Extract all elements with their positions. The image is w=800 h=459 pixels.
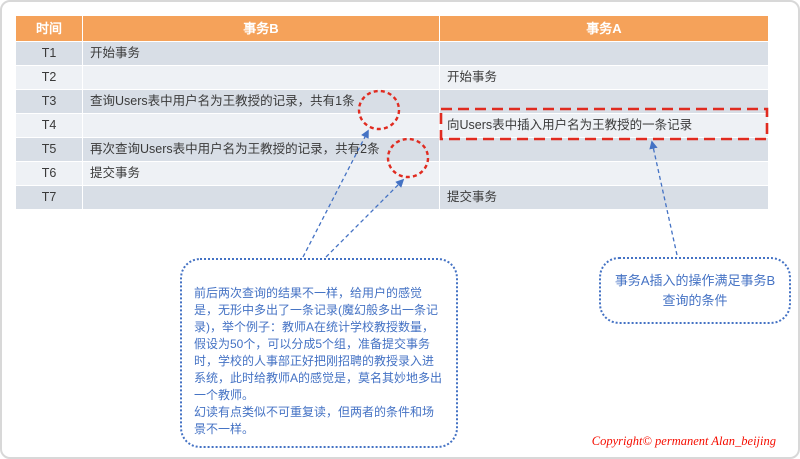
- copyright-text: Copyright© permanent Alan_beijing: [591, 434, 776, 448]
- time-cell: T1: [16, 42, 82, 65]
- header-time: 时间: [16, 16, 82, 41]
- transaction-b-cell: [83, 114, 439, 137]
- table-row: T3 查询Users表中用户名为王教授的记录，共有1条: [16, 90, 768, 113]
- time-cell: T4: [16, 114, 82, 137]
- transaction-a-cell: 开始事务: [440, 66, 768, 89]
- transaction-a-cell: [440, 162, 768, 185]
- transaction-a-cell: [440, 42, 768, 65]
- transaction-b-cell: [83, 186, 439, 209]
- table-row: T2 开始事务: [16, 66, 768, 89]
- transaction-a-cell: 向Users表中插入用户名为王教授的一条记录: [440, 114, 768, 137]
- time-cell: T2: [16, 66, 82, 89]
- phantom-read-explanation-callout: 前后两次查询的结果不一样，给用户的感觉是，无形中多出了一条记录(魔幻般多出一条记…: [180, 258, 458, 449]
- transaction-table: 时间 事务B 事务A T1 开始事务 T2 开始事务 T3 查询Users表中用…: [16, 16, 768, 209]
- phantom-read-explanation-text: 前后两次查询的结果不一样，给用户的感觉是，无形中多出了一条记录(魔幻般多出一条记…: [194, 286, 443, 437]
- table-row: T4 向Users表中插入用户名为王教授的一条记录: [16, 114, 768, 137]
- header-transaction-a: 事务A: [440, 16, 768, 41]
- time-cell: T5: [16, 138, 82, 161]
- table-row: T1 开始事务: [16, 42, 768, 65]
- time-cell: T7: [16, 186, 82, 209]
- insert-condition-callout: 事务A插入的操作满足事务B查询的条件: [599, 257, 791, 324]
- table-row: T5 再次查询Users表中用户名为王教授的记录，共有2条: [16, 138, 768, 161]
- transaction-a-cell: [440, 138, 768, 161]
- table-row: T7 提交事务: [16, 186, 768, 209]
- time-cell: T6: [16, 162, 82, 185]
- transaction-b-cell: 开始事务: [83, 42, 439, 65]
- insert-condition-text: 事务A插入的操作满足事务B查询的条件: [614, 273, 776, 308]
- table-row: T6 提交事务: [16, 162, 768, 185]
- transaction-a-cell: 提交事务: [440, 186, 768, 209]
- transaction-b-cell: [83, 66, 439, 89]
- transaction-a-cell: [440, 90, 768, 113]
- time-cell: T3: [16, 90, 82, 113]
- transaction-b-cell: 再次查询Users表中用户名为王教授的记录，共有2条: [83, 138, 439, 161]
- table-header-row: 时间 事务B 事务A: [16, 16, 768, 41]
- transaction-b-cell: 提交事务: [83, 162, 439, 185]
- header-transaction-b: 事务B: [83, 16, 439, 41]
- transaction-b-cell: 查询Users表中用户名为王教授的记录，共有1条: [83, 90, 439, 113]
